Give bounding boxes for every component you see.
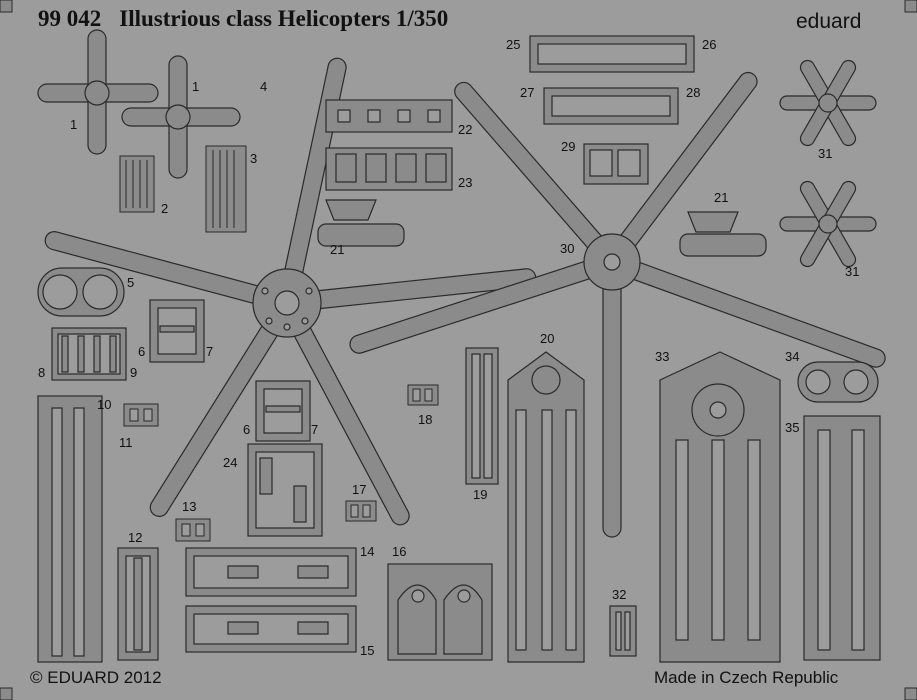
part-20-frame (507, 351, 585, 663)
part-21-a (317, 199, 405, 247)
brand-logo-text: eduard (796, 10, 862, 33)
part-number-label: 13 (182, 499, 197, 514)
part-number-label: 22 (458, 122, 473, 137)
product-code: 99 042 (38, 6, 102, 31)
part-15-frame (185, 605, 357, 653)
part-number-label: 33 (655, 349, 670, 364)
part-number-label: 11 (119, 435, 133, 450)
copyright-text: © EDUARD 2012 (30, 668, 162, 687)
part-number-label: 1 (70, 117, 78, 132)
part-number-label: 21 (714, 190, 729, 205)
part-number-label: 18 (418, 412, 433, 427)
part-33-frame (659, 351, 781, 663)
part-number-label: 7 (311, 422, 319, 437)
part-3-strips (205, 145, 247, 233)
part-number-label: 31 (845, 264, 860, 279)
part-6-7-frame-a (149, 299, 205, 363)
part-number-label: 28 (686, 85, 701, 100)
tail-rotor-cross-1a (37, 29, 159, 155)
part-34-rings (797, 361, 879, 403)
part-8-9-frame (51, 327, 127, 381)
part-number-label: 27 (520, 85, 535, 100)
part-number-label: 9 (130, 365, 138, 380)
main-rotor-left (44, 57, 537, 526)
part-6-7-frame-b (255, 380, 311, 442)
part-29 (583, 143, 649, 185)
origin-text: Made in Czech Republic (654, 668, 839, 687)
part-number-label: 8 (38, 365, 46, 380)
part-number-label: 35 (785, 420, 800, 435)
part-13 (175, 518, 211, 542)
part-35-frame (803, 415, 881, 661)
part-number-label: 2 (161, 201, 169, 216)
part-5-rings (37, 267, 125, 317)
part-21-b (679, 211, 767, 257)
part-number-label: 19 (473, 487, 488, 502)
part-27-28-strip (543, 87, 679, 125)
part-number-label: 31 (818, 146, 833, 161)
part-14-frame (185, 547, 357, 597)
part-2-strips (119, 155, 155, 213)
part-number-label: 24 (223, 455, 238, 470)
part-number-label: 21 (330, 242, 345, 257)
part-number-label: 7 (206, 344, 214, 359)
part-number-label: 10 (97, 397, 112, 412)
part-number-label: 15 (360, 643, 375, 658)
part-number-label: 4 (260, 79, 268, 94)
part-number-label: 6 (138, 344, 146, 359)
part-17 (345, 500, 377, 522)
part-number-label: 26 (702, 37, 717, 52)
part-10-frame (37, 395, 103, 663)
part-number-label: 30 (560, 241, 575, 256)
part-number-label: 25 (506, 37, 521, 52)
part-11 (123, 403, 159, 427)
part-number-label: 14 (360, 544, 375, 559)
part-number-label: 34 (785, 349, 800, 364)
part-number-label: 12 (128, 530, 143, 545)
part-32 (609, 605, 637, 657)
part-number-label: 20 (540, 331, 555, 346)
fret-title: 99 042 Illustrious class Helicopters 1/35… (38, 6, 448, 32)
part-23-strip (325, 147, 453, 191)
tail-rotor-cross-1b (121, 55, 241, 179)
part-31-star-a (779, 59, 877, 147)
part-24-frame (247, 443, 323, 537)
part-number-label: 16 (392, 544, 407, 559)
part-number-label: 17 (352, 482, 367, 497)
part-12-frame (117, 547, 159, 661)
part-19-frame (465, 347, 499, 485)
part-number-label: 5 (127, 275, 135, 290)
part-22-strip (325, 99, 453, 133)
part-number-label: 6 (243, 422, 251, 437)
part-number-label: 1 (192, 79, 200, 94)
product-title: Illustrious class Helicopters 1/350 (119, 6, 449, 31)
part-number-label: 3 (250, 151, 258, 166)
part-number-label: 29 (561, 139, 576, 154)
main-rotor-right (349, 71, 886, 538)
part-31-star-b (779, 180, 877, 268)
part-18 (407, 384, 439, 406)
part-number-label: 23 (458, 175, 473, 190)
part-25-26-strip (529, 35, 695, 73)
part-number-label: 32 (612, 587, 627, 602)
part-16-frame (387, 563, 493, 661)
